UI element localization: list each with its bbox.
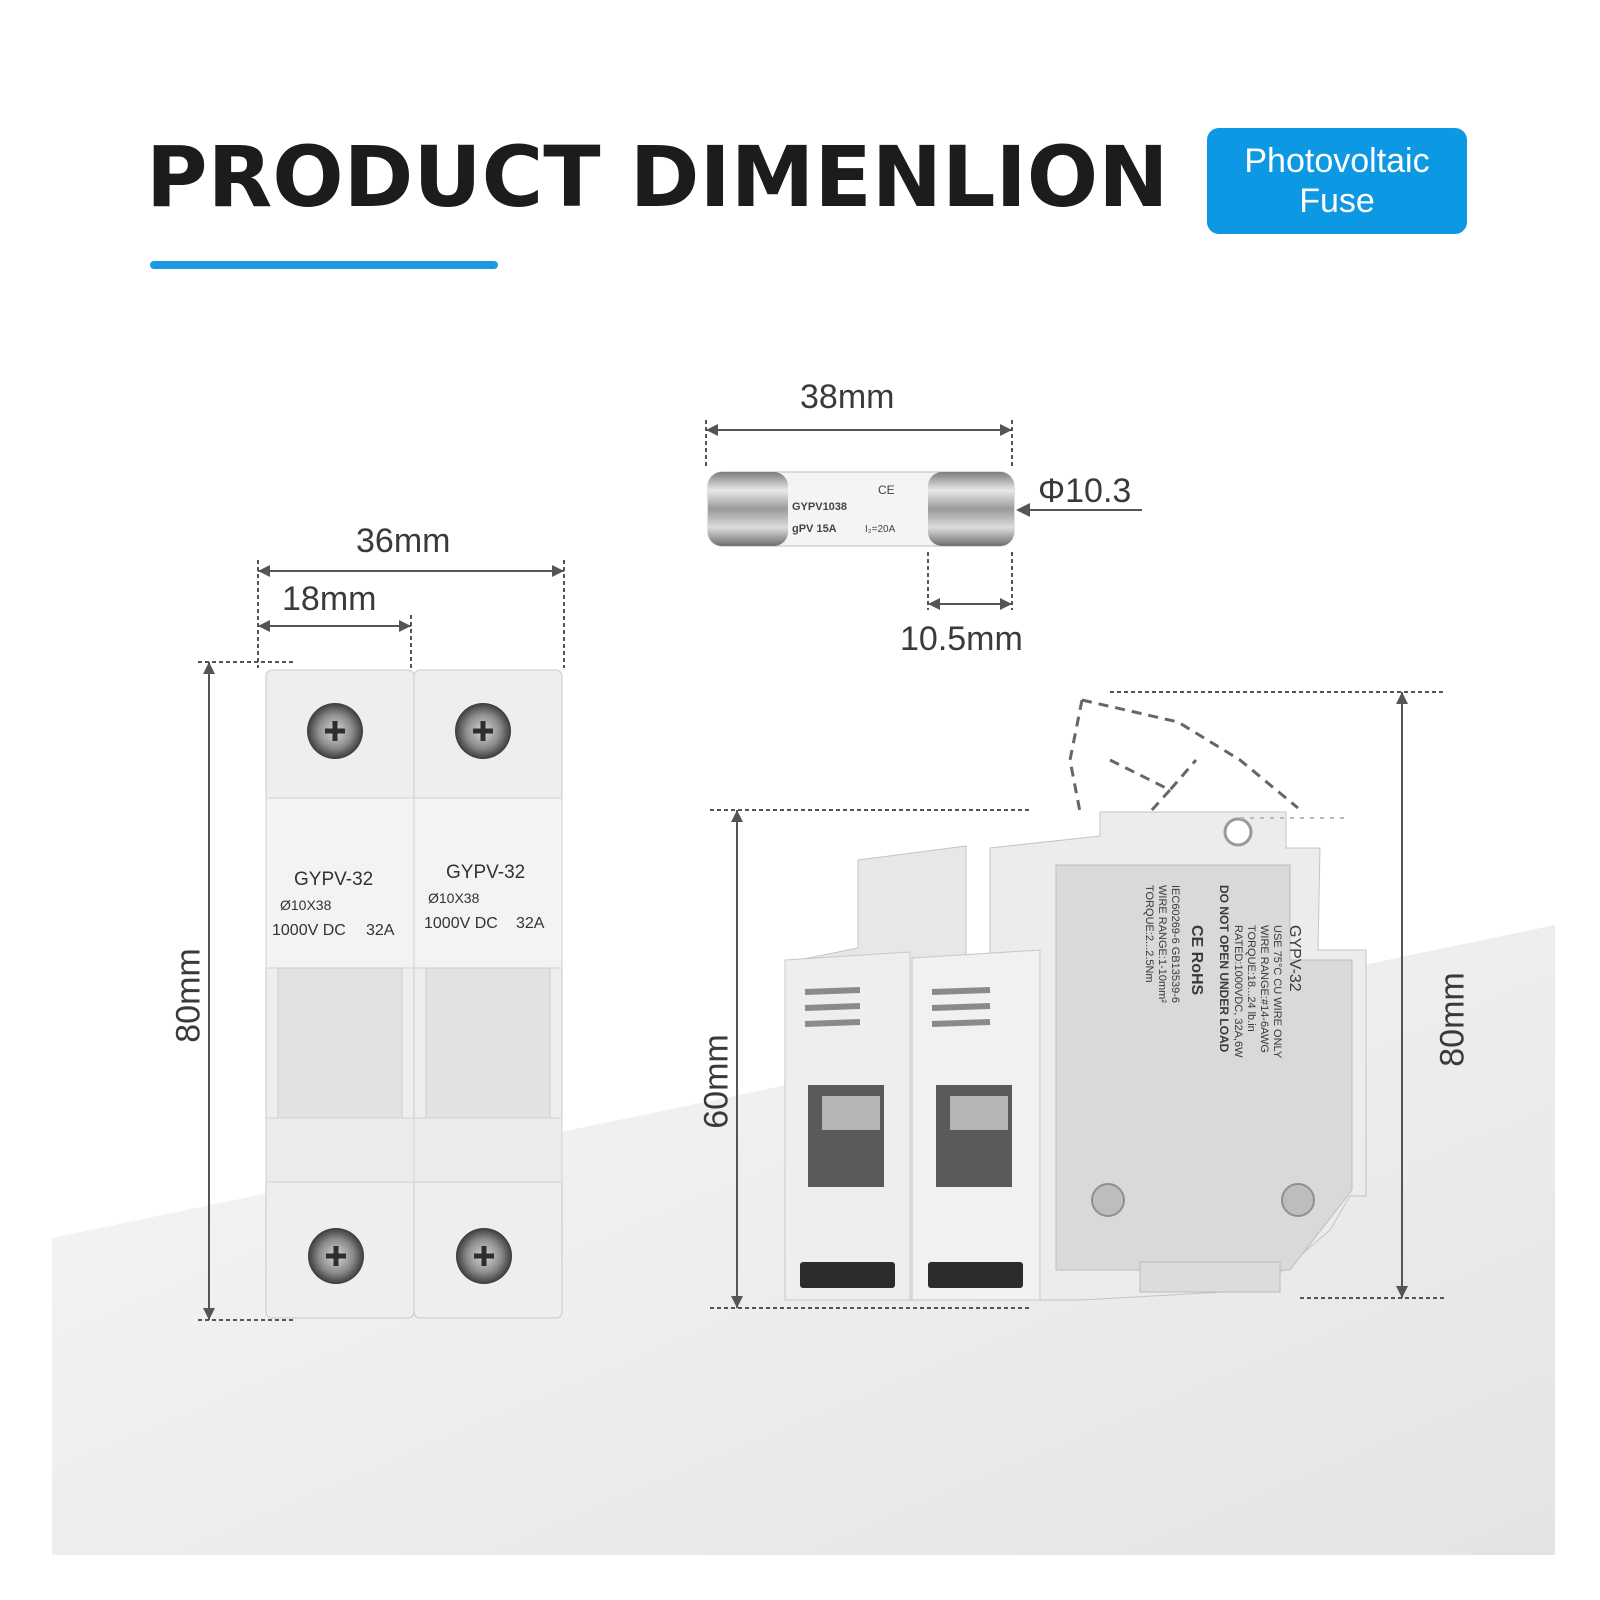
open-lid-outline (1068, 698, 1299, 814)
pole-1-current: 32A (366, 922, 395, 939)
side-label-block: GYPV-32 USE 75°C CU WIRE ONLY WIRE RANGE… (1143, 885, 1303, 1059)
front-view-holder: GYPV-32 Ø10X38 1000V DC 32A GYPV-32 Ø10X… (265, 669, 563, 1319)
fuse-end-cap-right (928, 472, 1014, 546)
front-dimension-lines (198, 560, 565, 1321)
badge-line-1: Photovoltaic (1244, 142, 1430, 180)
front-dimension-arrows (203, 565, 564, 1320)
fuse-length-label: 38mm (800, 378, 895, 416)
side-label-marks: CE RoHS (1188, 925, 1205, 996)
side-dimension-lines (710, 691, 1446, 1309)
title-underline (150, 261, 498, 269)
side-label-line-7: WIRE RANGE:1-10mm² (1156, 885, 1168, 1003)
page-title: PRODUCT DIMENLION (146, 128, 1169, 226)
fuse-dimension-arrows (706, 424, 1030, 610)
side-label-line-8: TORQUE:2...2.5Nm (1143, 885, 1155, 983)
fuse-cap-label: 10.5mm (900, 620, 1023, 658)
fuse-dimension-lines (705, 420, 1142, 610)
ce-mark: CE (878, 483, 895, 497)
pole-1-voltage: 1000V DC (272, 922, 346, 939)
product-type-badge: Photovoltaic Fuse (1207, 128, 1467, 234)
pole-1-size: Ø10X38 (280, 897, 332, 913)
side-label-line-6: IEC60269-6 GB13539-6 (1169, 885, 1181, 1003)
fuse-print-model: GYPV1038 (792, 501, 847, 513)
fuse-diameter-label: Φ10.3 (1038, 472, 1132, 510)
din-clip-2 (928, 1262, 1023, 1288)
fuse-print-rating: gPV 15A (792, 523, 837, 535)
side-body-height-label: 60mm (697, 1034, 736, 1129)
side-total-height-label: 80mm (1433, 972, 1472, 1067)
fuse-cartridge: GYPV1038 gPV 15A I₂=20A CE (707, 471, 1015, 547)
side-label-line-2: WIRE RANGE:#14-6AWG (1258, 925, 1270, 1053)
pole-2-size: Ø10X38 (428, 890, 480, 906)
front-pole-1 (265, 669, 415, 1319)
din-clip-1 (800, 1262, 895, 1288)
side-label-line-1: USE 75°C CU WIRE ONLY (1271, 925, 1283, 1059)
side-view-holder: GYPV-32 USE 75°C CU WIRE ONLY WIRE RANGE… (784, 698, 1367, 1301)
pole-1-model: GYPV-32 (294, 869, 373, 890)
front-height-label: 80mm (169, 948, 208, 1043)
hinge-pin-icon (1223, 817, 1253, 847)
side-dimension-arrows (731, 692, 1408, 1308)
pole-2-current: 32A (516, 915, 545, 932)
fuse-print-current: I₂=20A (865, 524, 896, 535)
pole-2-model: GYPV-32 (446, 862, 525, 883)
badge-line-2: Fuse (1299, 182, 1375, 220)
front-width-label: 36mm (356, 522, 451, 560)
front-pole-2 (413, 669, 563, 1319)
front-pole-width-label: 18mm (282, 580, 377, 618)
fuse-end-cap-left (708, 472, 788, 546)
side-label-line-5: DO NOT OPEN UNDER LOAD (1217, 885, 1231, 1053)
side-label-line-4: RATED:1000VDC, 32A,6W (1232, 925, 1244, 1058)
pole-2-voltage: 1000V DC (424, 915, 498, 932)
side-model: GYPV-32 (1286, 925, 1303, 992)
side-label-line-3: TORQUE:18...24 lb.in (1245, 925, 1257, 1032)
